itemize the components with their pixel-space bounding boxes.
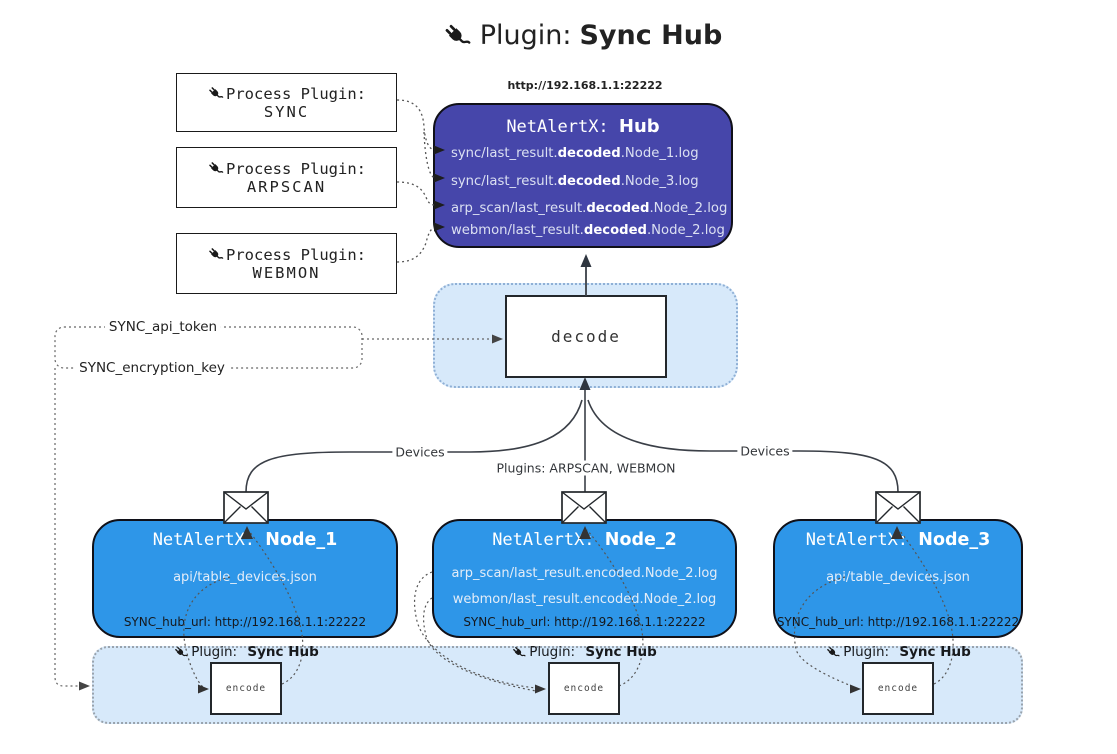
envelope-icon bbox=[223, 491, 269, 524]
sync-api-token-label: SYNC_api_token bbox=[104, 319, 222, 335]
process-plugin-label: Process Plugin: bbox=[226, 159, 366, 178]
node-file: arp_scan/last_result.encoded.Node_2.log bbox=[451, 566, 718, 581]
devices-left-label: Devices bbox=[392, 444, 448, 460]
hub-title: NetAlertX: Hub bbox=[506, 116, 660, 137]
plug-icon bbox=[173, 645, 188, 660]
band-plugin-label: Plugin: Sync Hub bbox=[825, 644, 971, 660]
plug-icon bbox=[511, 645, 526, 660]
node-title: NetAlertX: Node_2 bbox=[492, 530, 677, 550]
process-plugin-name: ARPSCAN bbox=[246, 177, 327, 196]
envelope-icon bbox=[561, 491, 607, 524]
hub-box: NetAlertX: Hub sync/last_result.decoded.… bbox=[433, 103, 733, 248]
node-1-box: NetAlertX: Node_1 api/table_devices.json… bbox=[92, 519, 398, 638]
wire-webmon-log4 bbox=[396, 226, 436, 263]
hub-log-line: webmon/last_result.decoded.Node_2.log bbox=[451, 223, 725, 238]
page-title-name: Sync Hub bbox=[579, 20, 723, 51]
plugins-middle-label: Plugins: ARPSCAN, WEBMON bbox=[493, 460, 679, 476]
node-2-box: NetAlertX: Node_2 arp_scan/last_result.e… bbox=[432, 519, 737, 638]
plug-icon bbox=[207, 246, 224, 263]
process-plugin-name: WEBMON bbox=[252, 263, 321, 282]
node-hub-url: SYNC_hub_url: http://192.168.1.1:22222 bbox=[123, 615, 367, 629]
process-plugin-webmon: Process Plugin: WEBMON bbox=[176, 233, 397, 294]
hub-log-line: sync/last_result.decoded.Node_1.log bbox=[451, 146, 699, 161]
process-plugin-label: Process Plugin: bbox=[226, 84, 366, 103]
process-plugin-label: Process Plugin: bbox=[226, 245, 366, 264]
hub-log-line: sync/last_result.decoded.Node_3.log bbox=[451, 174, 699, 189]
arrowhead-into-band bbox=[79, 681, 90, 691]
plug-icon bbox=[207, 85, 224, 102]
node-file: api/table_devices.json bbox=[826, 570, 970, 585]
wire-sync-log1 bbox=[396, 99, 436, 151]
process-plugin-name: SYNC bbox=[263, 102, 310, 121]
band-plugin-label: Plugin: Sync Hub bbox=[511, 644, 657, 660]
node-file: api/table_devices.json bbox=[173, 570, 317, 585]
encode-box-node-3: encode bbox=[862, 662, 934, 715]
encode-box-node-1: encode bbox=[210, 662, 282, 715]
plug-icon bbox=[207, 160, 224, 177]
node-title: NetAlertX: Node_1 bbox=[152, 530, 338, 550]
node-3-box: NetAlertX: Node_3 api/table_devices.json… bbox=[773, 519, 1023, 638]
band-plugin-label: Plugin: Sync Hub bbox=[173, 644, 319, 660]
arrowhead-into-hub bbox=[580, 254, 592, 267]
hub-log-line: arp_scan/last_result.decoded.Node_2.log bbox=[451, 201, 728, 216]
encode-box-node-2: encode bbox=[548, 662, 620, 715]
sync-encryption-key-label: SYNC_encryption_key bbox=[75, 360, 229, 376]
envelope-icon bbox=[875, 491, 921, 524]
wire-arpscan-log3 bbox=[396, 181, 436, 206]
page-title-prefix: Plugin: bbox=[479, 20, 572, 51]
process-plugin-arpscan: Process Plugin: ARPSCAN bbox=[176, 147, 397, 208]
node-hub-url: SYNC_hub_url: http://192.168.1.1:22222 bbox=[776, 615, 1020, 629]
node-hub-url: SYNC_hub_url: http://192.168.1.1:22222 bbox=[463, 615, 706, 629]
plug-icon bbox=[443, 21, 472, 50]
hub-url-label: http://192.168.1.1:22222 bbox=[507, 79, 663, 92]
wire-secrets-to-band bbox=[54, 368, 79, 687]
process-plugin-sync: Process Plugin: SYNC bbox=[176, 73, 397, 132]
page-title: Plugin: Sync Hub bbox=[442, 20, 723, 51]
node-title: NetAlertX: Node_3 bbox=[805, 530, 991, 550]
node-file: webmon/last_result.encoded.Node_2.log bbox=[452, 592, 717, 607]
devices-right-label: Devices bbox=[737, 443, 793, 459]
decode-box: decode bbox=[505, 295, 667, 378]
plug-icon bbox=[825, 645, 840, 660]
